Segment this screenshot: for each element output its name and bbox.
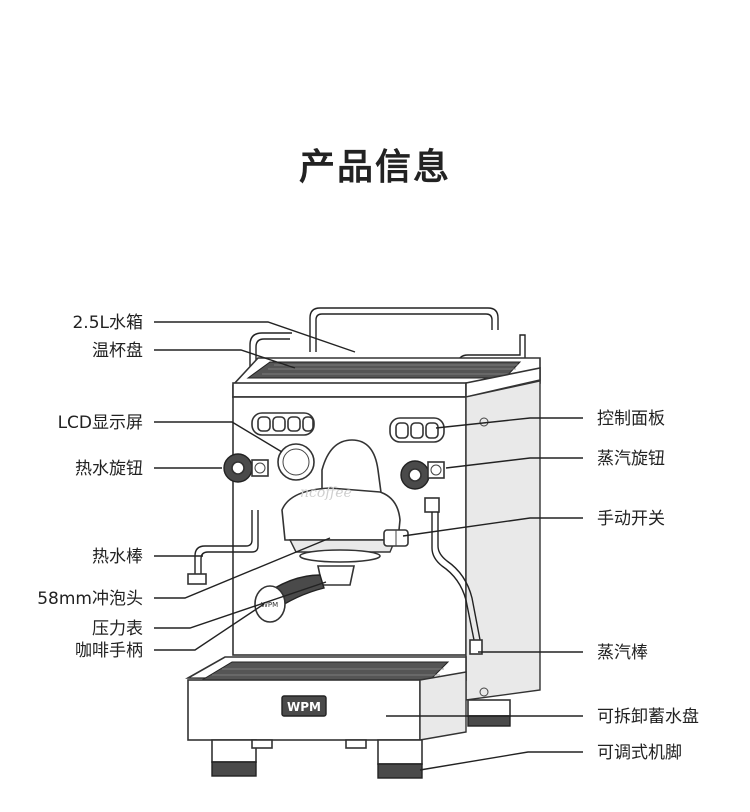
steam-wand xyxy=(431,512,476,646)
label-cup-warmer: 温杯盘 xyxy=(92,341,143,361)
label-drip-tray: 可拆卸蓄水盘 xyxy=(597,707,699,727)
cup-warmer-grille xyxy=(246,361,522,379)
label-brew-head: 58mm冲泡头 xyxy=(37,589,143,609)
brew-group-head xyxy=(281,439,401,563)
portafilter-logo: WPM xyxy=(261,601,278,609)
hot-water-wand xyxy=(194,510,253,575)
lcd-button-row xyxy=(251,412,315,436)
label-lcd-display: LCD显示屏 xyxy=(58,413,143,433)
manual-switch xyxy=(383,529,409,547)
label-water-tank: 2.5L水箱 xyxy=(72,313,143,333)
label-hot-water-wand: 热水棒 xyxy=(92,547,143,567)
control-panel-buttons xyxy=(389,417,445,443)
label-manual-switch: 手动开关 xyxy=(597,509,665,529)
hot-water-knob xyxy=(223,453,269,483)
label-control-panel: 控制面板 xyxy=(597,409,665,429)
label-pressure-gauge: 压力表 xyxy=(92,619,143,639)
page-title: 产品信息 xyxy=(298,147,451,188)
steam-knob xyxy=(400,460,445,513)
label-steam-knob: 蒸汽旋钮 xyxy=(597,449,665,469)
part-labels: 2.5L水箱 温杯盘 LCD显示屏 热水旋钮 热水棒 58mm冲泡头 压力表 咖… xyxy=(37,313,699,763)
adjustable-feet xyxy=(211,699,511,779)
label-steam-wand: 蒸汽棒 xyxy=(597,643,648,663)
label-hot-water-knob: 热水旋钮 xyxy=(75,459,143,479)
drip-tray: WPM xyxy=(185,656,467,741)
machine-illustration: WPM WPM ncoffee xyxy=(185,307,541,779)
leader-lines xyxy=(154,321,583,771)
label-portafilter: 咖啡手柄 xyxy=(75,641,143,661)
brand-watermark: ncoffee xyxy=(300,485,352,501)
drip-tray-logo: WPM xyxy=(287,700,321,714)
label-adjustable-feet: 可调式机脚 xyxy=(597,743,682,763)
